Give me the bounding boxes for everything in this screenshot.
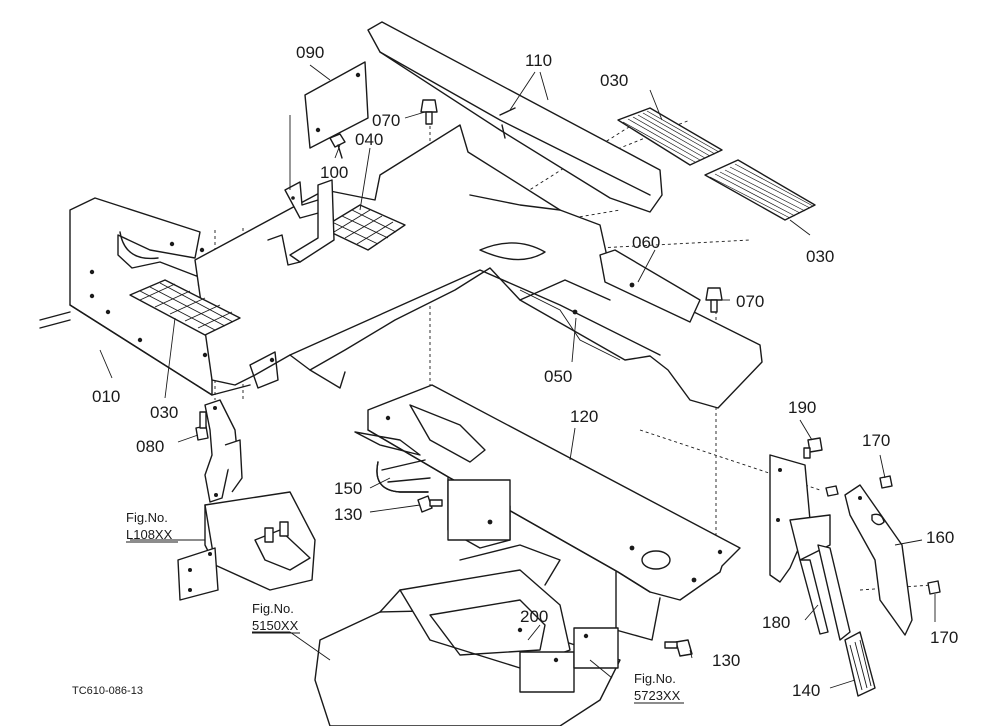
label-140: 140 — [792, 681, 820, 700]
bolt-070-top — [420, 99, 438, 125]
label-040: 040 — [355, 130, 383, 149]
grid-mat-030-left — [129, 279, 241, 336]
bolt-080 — [195, 411, 209, 441]
label-030-left: 030 — [150, 403, 178, 422]
transmission-case-200 — [314, 544, 621, 726]
step-mat-030-top — [617, 107, 723, 166]
pedal-pad-140 — [844, 631, 876, 697]
bolt-100 — [329, 133, 346, 159]
grid-mat-040 — [321, 204, 406, 251]
ref-5150-label: Fig.No. — [252, 601, 294, 616]
label-100: 100 — [320, 163, 348, 182]
ref-5723-code: 5723XX — [634, 688, 681, 703]
label-180: 180 — [762, 613, 790, 632]
label-110: 110 — [525, 51, 552, 70]
ref-5723-label: Fig.No. — [634, 671, 676, 686]
label-170-top: 170 — [862, 431, 890, 450]
label-030-right: 030 — [806, 247, 834, 266]
bracket-090-lower — [267, 179, 335, 266]
label-160: 160 — [926, 528, 954, 547]
label-120: 120 — [570, 407, 598, 426]
drawing-code: TC610-086-13 — [72, 685, 143, 697]
bolt-070-right — [705, 287, 723, 313]
label-050: 050 — [544, 367, 572, 386]
label-090: 090 — [296, 43, 324, 62]
label-150: 150 — [334, 479, 362, 498]
bolt-170-top — [879, 475, 893, 489]
ref-5150-code: 5150XX — [252, 618, 299, 633]
label-080: 080 — [136, 437, 164, 456]
figure-references: Fig.No. L108XX Fig.No. 5150XX Fig.No. 57… — [126, 510, 684, 704]
label-070-top: 070 — [372, 111, 400, 130]
bolt-130-left — [417, 495, 443, 513]
floor-deck — [194, 124, 763, 409]
label-130-right: 130 — [712, 651, 740, 670]
label-190: 190 — [788, 398, 816, 417]
ref-l108-code: L108XX — [126, 527, 173, 542]
bracket-plate-180 — [769, 454, 851, 641]
label-130-left: 130 — [334, 505, 362, 524]
label-030-top: 030 — [600, 71, 628, 90]
guard-plate-160 — [825, 484, 913, 636]
bolt-170-bottom — [927, 580, 941, 595]
u-bolt-150 — [376, 459, 431, 493]
leader-lines — [99, 64, 936, 689]
plate-090 — [304, 61, 369, 149]
engine-mount-l108 — [177, 491, 316, 601]
side-cover-110 — [367, 21, 663, 213]
bolt-130-right — [664, 639, 693, 657]
ref-l108-label: Fig.No. — [126, 510, 168, 525]
label-010: 010 — [92, 387, 120, 406]
bolt-190 — [803, 437, 823, 459]
part-labels: 090 070 100 040 110 030 030 060 070 050 … — [92, 43, 958, 700]
step-mat-030-right — [704, 159, 816, 221]
cover-plate-060 — [599, 249, 701, 323]
label-170-bottom: 170 — [930, 628, 958, 647]
support-frame-120 — [354, 384, 741, 641]
label-070-right: 070 — [736, 292, 764, 311]
label-200: 200 — [520, 607, 548, 626]
bracket-lower-left — [204, 399, 243, 503]
label-060: 060 — [632, 233, 660, 252]
